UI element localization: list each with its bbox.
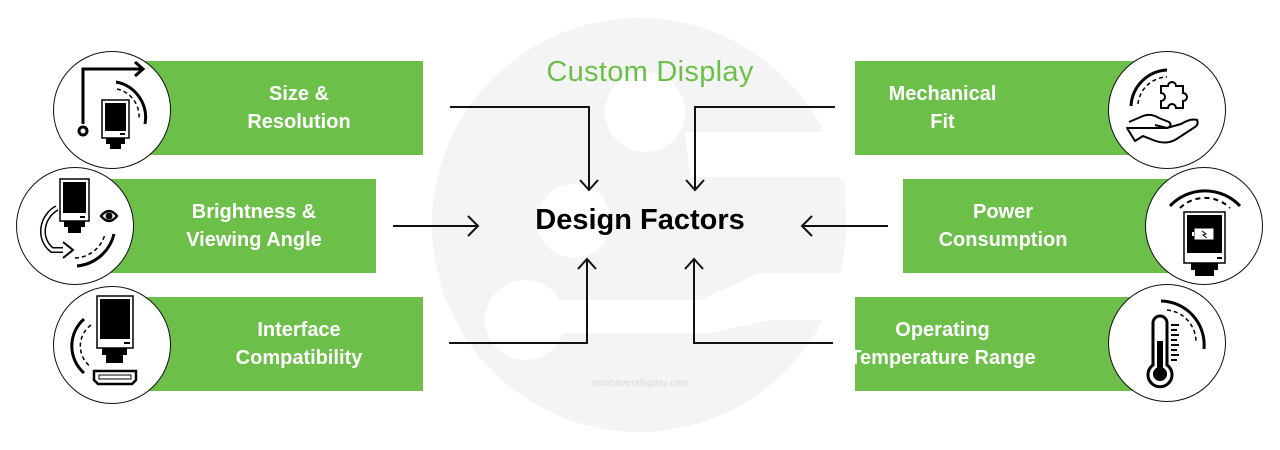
factor-size-resolution: Size & Resolution	[145, 61, 423, 155]
display-resize-icon	[53, 51, 171, 169]
factor-label-line2: Consumption	[938, 229, 1068, 251]
factor-label-line1: Interface	[257, 319, 341, 341]
factor-operating-temperature-range: Operating Temperature Range	[849, 297, 1135, 391]
factor-label-line2: Fit	[930, 111, 955, 133]
factor-label-line1: Power	[972, 201, 1034, 223]
factor-label-line1: Size &	[268, 83, 330, 105]
factor-brightness-viewing-angle: Brightness & Viewing Angle	[110, 179, 376, 273]
factor-label-line2: Viewing Angle	[186, 229, 322, 251]
factor-mechanical-fit: Mechanical Fit	[855, 61, 1135, 155]
arrow-mechanical-fit	[694, 106, 835, 190]
factor-label-line1: Mechanical	[888, 83, 997, 105]
subtitle-custom-display: Custom Display	[546, 56, 754, 88]
display-hdmi-icon	[53, 286, 171, 404]
arrow-operating-temp	[693, 259, 833, 344]
factor-label-line2: Compatibility	[235, 347, 363, 369]
arrow-size-resolution	[450, 106, 590, 190]
hand-puzzle-icon	[1108, 51, 1226, 169]
factor-label-line2: Temperature Range	[849, 347, 1036, 369]
factor-label-line1: Brightness &	[191, 201, 317, 223]
arrow-interface	[449, 259, 588, 344]
thermometer-icon	[1108, 284, 1226, 402]
title-design-factors: Design Factors	[535, 204, 745, 236]
factor-label-line2: Resolution	[247, 111, 351, 133]
factor-power-consumption: Power Consumption	[903, 179, 1173, 273]
factor-label-line1: Operating	[895, 319, 990, 341]
display-battery-icon	[1145, 167, 1263, 285]
factor-interface-compatibility: Interface Compatibility	[145, 297, 423, 391]
watermark-url: newhavendisplay.com	[591, 378, 689, 389]
display-eye-rotate-icon	[16, 167, 134, 285]
